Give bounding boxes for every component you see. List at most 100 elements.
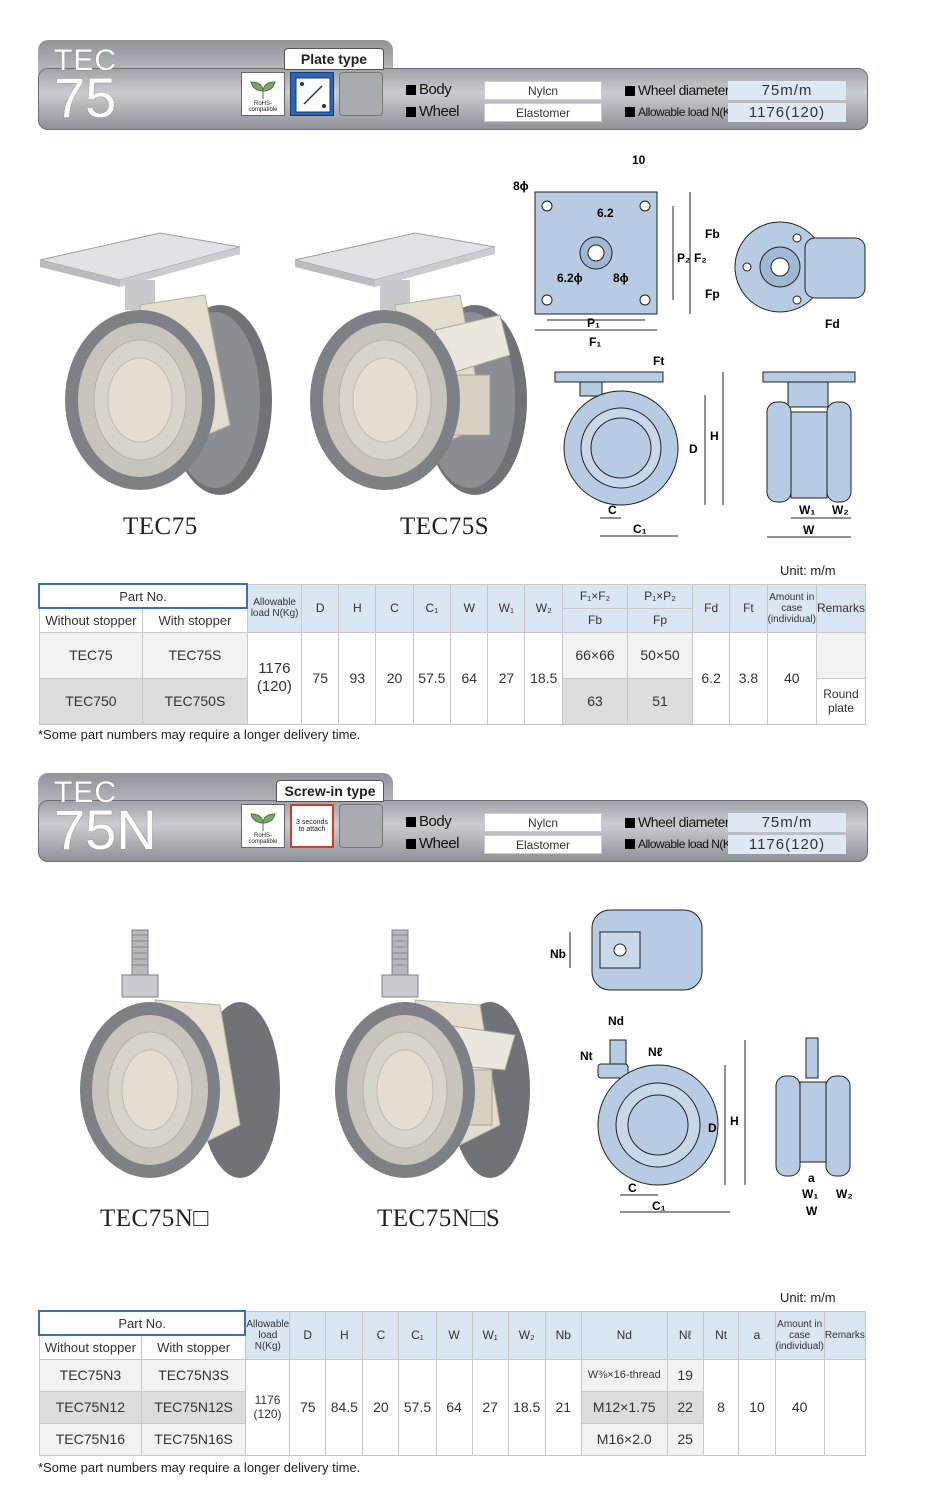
header-load: Allowable load N(Kg) xyxy=(244,1310,291,1360)
header-c: C xyxy=(375,583,414,633)
body-label: Body xyxy=(406,80,452,100)
header-fd: Fd xyxy=(691,583,731,633)
wheel-label: Wheel xyxy=(406,102,460,122)
header-f1xf2: F₁×F₂ xyxy=(562,583,629,609)
header-w: W xyxy=(435,1310,473,1360)
cell-amount: 40 xyxy=(766,631,817,725)
header-nd: Nd xyxy=(580,1310,668,1360)
spec-table-tec75n: Part No. Allowable load N(Kg) D H C C₁ W… xyxy=(37,1310,867,1456)
dim-w2: W₂ xyxy=(836,1187,853,1201)
cell-d: 75 xyxy=(289,1358,327,1456)
header-with-stopper: With stopper xyxy=(141,1334,246,1360)
header-w2: W₂ xyxy=(524,583,564,633)
cell-remarks xyxy=(823,1358,867,1456)
dim-fb: Fb xyxy=(705,227,720,241)
body-label: Body xyxy=(406,812,452,832)
cell-amount: 40 xyxy=(774,1358,825,1456)
plate-icon xyxy=(295,77,331,113)
delivery-note: *Some part numbers may require a longer … xyxy=(38,727,361,742)
dim-f2: F₂ xyxy=(694,251,707,265)
dim-fp: Fp xyxy=(705,287,720,301)
header-load: Allowable load N(Kg) xyxy=(246,583,303,633)
header-c: C xyxy=(362,1310,400,1360)
dim-nt: Nt xyxy=(580,1049,593,1063)
cell-without: TEC75N16 xyxy=(38,1422,143,1456)
header-without-stopper: Without stopper xyxy=(38,607,144,633)
cell-nb: 21 xyxy=(544,1358,582,1456)
dim-fd: Fd xyxy=(825,317,840,331)
cell-with: TEC750S xyxy=(142,677,248,725)
header-remarks: Remarks xyxy=(823,1310,867,1360)
cell-nl: 22 xyxy=(666,1390,704,1424)
dim-c: C xyxy=(608,503,617,517)
cell-remarks: Round plate xyxy=(815,677,867,725)
header-fp: Fp xyxy=(627,607,693,633)
dim-c: C xyxy=(628,1181,637,1195)
model-number: 75N xyxy=(54,798,157,861)
dim-10: 10 xyxy=(632,153,646,167)
dim-nd: Nd xyxy=(608,1014,624,1028)
table-row: TEC75N16 TEC75N16S M16×2.0 25 xyxy=(38,1422,866,1456)
unit-label: Unit: m/m xyxy=(780,563,836,578)
dim-8phi: 8ϕ xyxy=(613,271,629,285)
cell-c1: 57.5 xyxy=(412,631,452,725)
load-value: 1176(120) xyxy=(728,835,846,854)
header-nb: Nb xyxy=(544,1310,582,1360)
body-value: Nylcn xyxy=(484,81,602,100)
dim-c1: C₁ xyxy=(633,522,647,536)
load-label: Allowable load N(Kg) xyxy=(625,102,741,122)
cell-h: 84.5 xyxy=(325,1358,364,1456)
wheel-value: Elastomer xyxy=(484,103,602,122)
rohs-text: RoHS-compatible xyxy=(248,101,278,113)
dim-w2: W₂ xyxy=(832,503,849,517)
rohs-text: RoHS-compatible xyxy=(248,833,278,845)
dim-a: a xyxy=(808,1171,815,1185)
attach-badge: 3 seconds to attach xyxy=(290,804,334,848)
cell-c: 20 xyxy=(362,1358,400,1456)
cell-remarks xyxy=(815,631,867,679)
dim-c1: C₁ xyxy=(652,1199,666,1213)
header-h: H xyxy=(325,1310,364,1360)
dim-p1: P₁ xyxy=(587,316,600,330)
caster-photo-tec75n xyxy=(80,929,280,1178)
cell-w2: 18.5 xyxy=(507,1358,546,1456)
table-row: TEC750 TEC750S 63 51 Round plate xyxy=(38,677,867,725)
dim-w: W xyxy=(806,1204,818,1218)
dim-6-2: 6.2 xyxy=(597,206,614,220)
caption-tec75s: TEC75S xyxy=(400,513,490,540)
cell-ff: 63 xyxy=(562,677,629,725)
cell-load: 1176 (120) xyxy=(246,631,303,725)
cell-without: TEC75N3 xyxy=(38,1358,143,1392)
cell-with: TEC75N3S xyxy=(141,1358,246,1392)
header-w1: W₁ xyxy=(471,1310,509,1360)
cell-without: TEC750 xyxy=(38,677,144,725)
type-label: Plate type xyxy=(284,48,384,70)
header-a: a xyxy=(738,1310,776,1360)
dim-6-2phi: 6.2ϕ xyxy=(557,271,583,285)
header-amount: Amount in case (individual) xyxy=(774,1310,825,1360)
dimension-diagram-screw: Nb Nd Nt Nℓ D H C C₁ a W₁ W₂ W xyxy=(550,909,853,1218)
header-p1xp2: P₁×P₂ xyxy=(627,583,693,609)
diameter-label: Wheel diameter xyxy=(625,812,730,832)
dim-nl: Nℓ xyxy=(648,1045,663,1059)
cell-nd: W⅜×16-thread xyxy=(580,1358,668,1392)
header-d: D xyxy=(301,583,340,633)
model-prefix: TEC xyxy=(54,776,117,809)
table-row: TEC75N3 TEC75N3S 1176 (120) 75 84.5 20 5… xyxy=(38,1358,867,1456)
header-w: W xyxy=(450,583,489,633)
cell-load: 1176 (120) xyxy=(244,1358,291,1456)
header-with-stopper: With stopper xyxy=(142,607,248,633)
model-number: 75 xyxy=(54,66,117,129)
dim-w1: W₁ xyxy=(799,503,815,517)
cell-with: TEC75N12S xyxy=(141,1390,246,1424)
load-label: Allowable load N(Kg) xyxy=(625,834,741,854)
dim-h: H xyxy=(730,1114,739,1128)
cell-with: TEC75S xyxy=(142,631,248,679)
cell-c: 20 xyxy=(375,631,414,725)
caster-photo-tec75 xyxy=(39,232,272,495)
caption-tec75: TEC75 xyxy=(123,513,198,540)
cell-with: TEC75N16S xyxy=(141,1422,246,1456)
dim-h: H xyxy=(710,429,719,443)
header-w1: W₁ xyxy=(487,583,526,633)
cell-pp: 50×50 xyxy=(627,631,693,679)
